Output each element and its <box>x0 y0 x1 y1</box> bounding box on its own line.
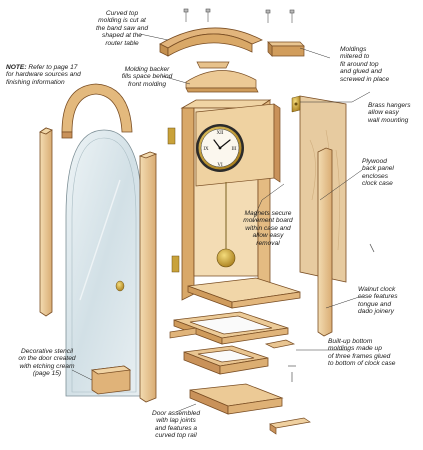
svg-text:IX: IX <box>203 147 209 152</box>
curved-top-molding <box>159 27 263 57</box>
screw-3 <box>265 9 271 23</box>
screw-4 <box>289 9 295 23</box>
callout-plywood-back: Plywood back panel encloses clock case <box>362 158 394 188</box>
note-text: Refer to page 17 for hardware sources an… <box>6 64 81 86</box>
bottom-molding-strip-right <box>269 417 311 435</box>
door-left-stile-loose <box>39 127 53 317</box>
bottom-molding-frame-1 <box>173 311 289 345</box>
clock-numerals: XII III VI IX <box>203 131 236 168</box>
bottom-molding-frame-2 <box>183 345 269 375</box>
svg-text:XII: XII <box>217 131 224 136</box>
bottom-molding-strip-mid <box>264 339 296 349</box>
molding-backer <box>185 70 259 93</box>
callout-magnets: Magnets secure movement board within cas… <box>243 210 293 247</box>
callout-molding-backer: Molding backer fills space behind front … <box>121 66 173 88</box>
top-screws <box>183 8 295 23</box>
small-screw-right <box>369 243 375 253</box>
callout-built-up: Built-up bottom moldings made up of thre… <box>328 338 396 368</box>
callout-stencil: Decorative stencil on the door created w… <box>18 348 76 378</box>
door-knob <box>115 280 125 292</box>
bottom-molding-frame-3 <box>189 383 284 415</box>
door-top-rail <box>61 83 133 139</box>
bottom-screws <box>288 365 296 382</box>
side-molding-right <box>267 41 305 57</box>
screw-2 <box>205 8 211 22</box>
case-side-panel-right <box>317 147 333 337</box>
side-molding-left <box>196 61 230 69</box>
callout-curved-top: Curved top molding is cut at the band sa… <box>95 10 149 47</box>
door-bottom-rail <box>90 365 132 395</box>
screw-1 <box>183 8 189 22</box>
door-right-stile <box>138 151 158 403</box>
callout-door: Door assembled with lap joints and featu… <box>151 410 200 440</box>
glass-panel <box>65 129 143 397</box>
clock-hands <box>213 139 231 149</box>
callout-brass-hangers: Brass hangers allow easy wall mounting <box>368 102 411 124</box>
callout-walnut-case: Walnut clock case features tongue and da… <box>358 286 398 316</box>
brass-hanger <box>291 95 301 113</box>
pendulum <box>216 182 236 268</box>
svg-text:VI: VI <box>217 163 223 168</box>
hinge-lower <box>171 255 180 273</box>
clock-face: XII III VI IX <box>196 124 244 172</box>
leader-lines <box>71 33 371 413</box>
note-prefix: NOTE: <box>6 64 27 71</box>
svg-text:III: III <box>232 147 237 152</box>
bottom-molding-strip-left <box>169 327 197 339</box>
callout-note: NOTE: Refer to page 17 for hardware sour… <box>6 64 116 86</box>
case-bottom <box>187 277 301 309</box>
callout-moldings-mitered: Moldings mitered to fit around top and g… <box>340 46 390 83</box>
hinge-upper <box>167 127 176 145</box>
